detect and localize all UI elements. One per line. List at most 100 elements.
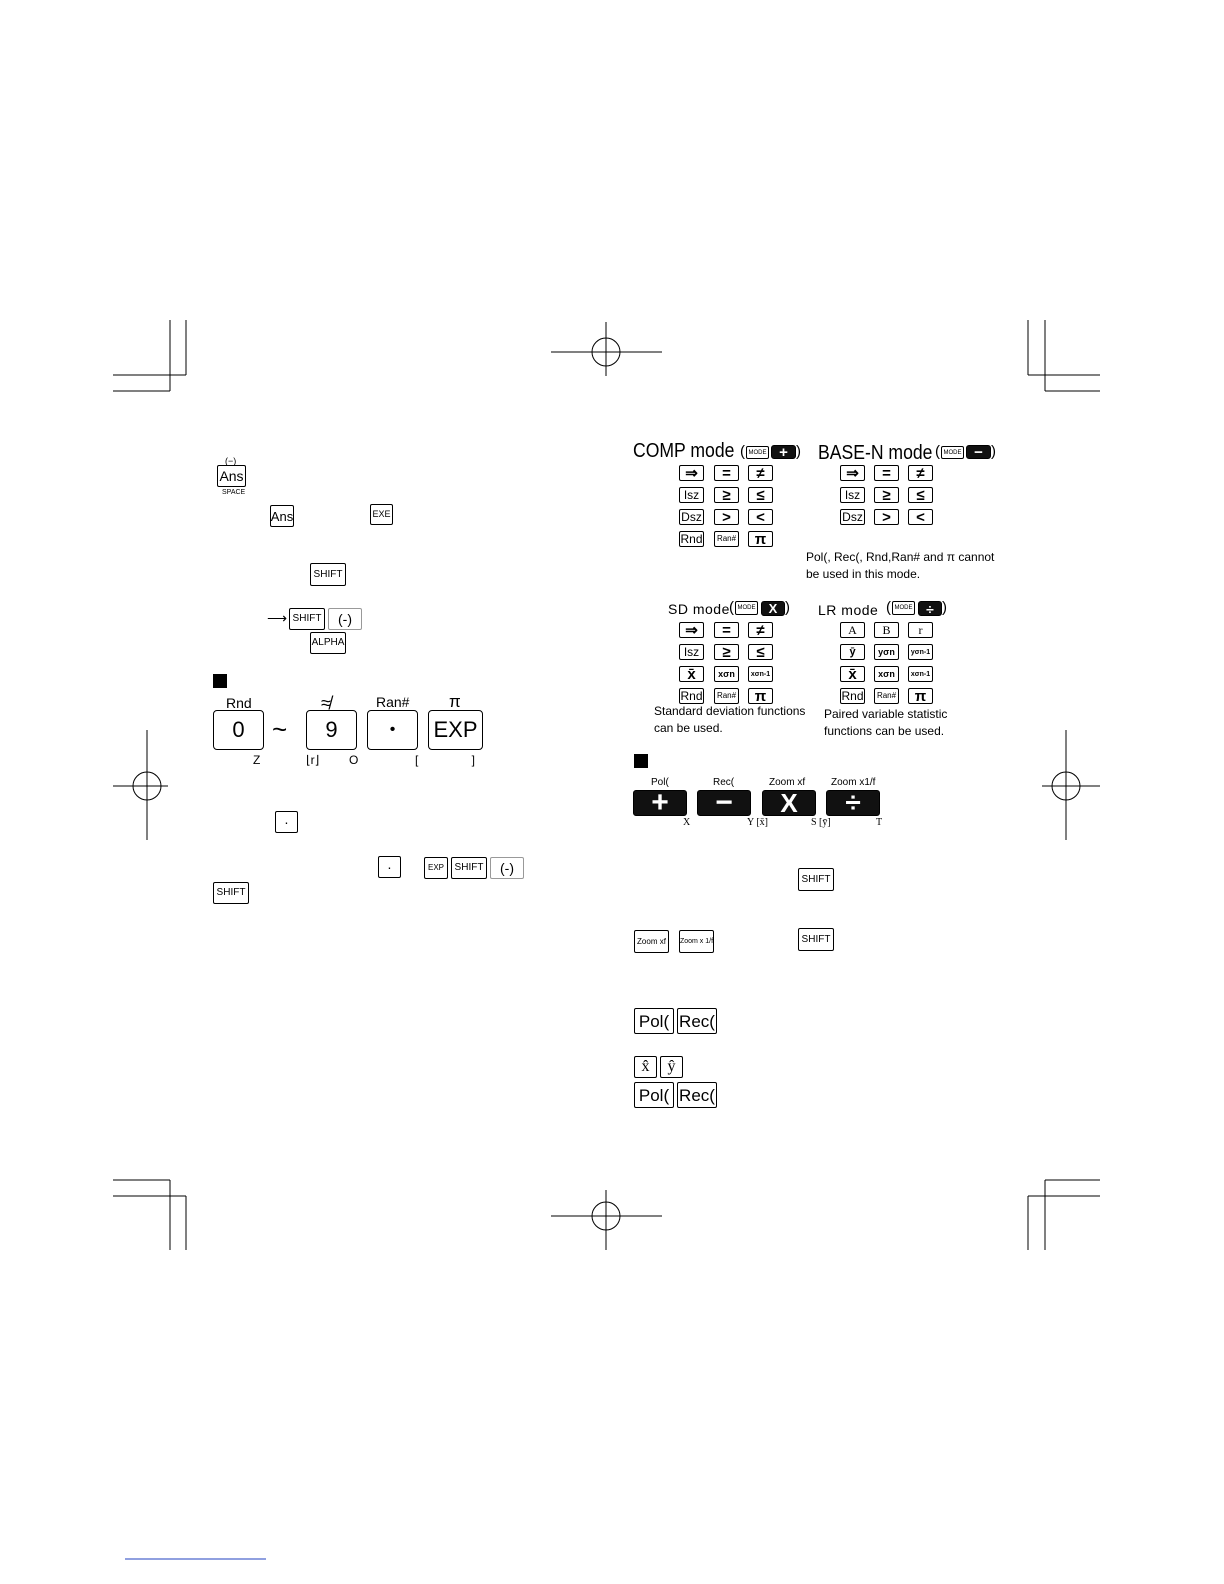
arrow-icon: ⟶ — [267, 610, 288, 626]
paren-open: ( — [740, 443, 745, 460]
a-key[interactable]: A — [840, 622, 865, 638]
y-hat-key[interactable]: ŷ — [660, 1056, 683, 1078]
sd-mode-title: SD mode — [668, 601, 730, 617]
section-bullet — [213, 674, 227, 688]
less-key[interactable]: < — [748, 509, 773, 525]
multiply-key[interactable]: X — [761, 601, 785, 616]
greater-key[interactable]: > — [714, 509, 739, 525]
shift-key[interactable]: SHIFT — [798, 868, 834, 891]
shift-key[interactable]: SHIFT — [213, 882, 249, 904]
isz-key[interactable]: Isz — [679, 644, 704, 660]
key-top-label-zoom-x1f: Zoom x1/f — [831, 777, 876, 788]
plus-key[interactable]: + — [633, 788, 687, 818]
rnd-key[interactable]: Rnd — [679, 688, 704, 704]
y-sigma-n1-key[interactable]: yσn-1 — [908, 644, 933, 660]
x-mean-key[interactable]: x̄ — [840, 666, 865, 682]
y-sigma-n-key[interactable]: yσn — [874, 644, 899, 660]
negative-key[interactable]: (-) — [328, 608, 362, 630]
y-mean-key[interactable]: ȳ — [840, 644, 865, 660]
less-key[interactable]: < — [908, 509, 933, 525]
digit-9-key[interactable]: 9 — [306, 710, 357, 750]
exp-key-inline[interactable]: EXP — [424, 857, 448, 879]
key-bottom-label-r: ⌊r⌋ — [306, 753, 320, 767]
plus-key[interactable]: + — [771, 445, 796, 460]
exe-key[interactable]: EXE — [370, 504, 393, 525]
equal-key[interactable]: = — [714, 465, 739, 481]
not-equal-key[interactable]: ≠ — [908, 465, 933, 481]
decimal-point-key-inline[interactable]: · — [378, 856, 401, 878]
decimal-point-key-inline[interactable]: · — [275, 811, 298, 833]
greater-equal-key[interactable]: ≥ — [874, 487, 899, 503]
shift-key[interactable]: SHIFT — [451, 857, 487, 879]
rnd-key[interactable]: Rnd — [679, 531, 704, 547]
key-bottom-label-bracket: [ ] — [415, 753, 476, 767]
mode-key[interactable]: MODE — [746, 446, 769, 459]
x-sigma-n-key[interactable]: xσn — [714, 666, 739, 682]
minus-key[interactable]: − — [966, 445, 991, 460]
rec-key[interactable]: Rec( — [677, 1008, 717, 1034]
zoom-xf-key[interactable]: Zoom xf — [634, 930, 669, 953]
less-equal-key[interactable]: ≤ — [748, 644, 773, 660]
divide-key[interactable]: ÷ — [918, 601, 942, 616]
alpha-key[interactable]: ALPHA — [310, 632, 346, 654]
x-sigma-n-key[interactable]: xσn — [874, 666, 899, 682]
dsz-key[interactable]: Dsz — [679, 509, 704, 525]
ran-key[interactable]: Ran# — [714, 531, 739, 547]
arrow-key[interactable]: ⇒ — [840, 465, 865, 481]
key-top-label-rnd: Rnd — [226, 695, 252, 711]
key-bottom-label-t: T — [876, 817, 883, 828]
paren-close: ) — [796, 443, 801, 460]
arrow-key[interactable]: ⇒ — [679, 622, 704, 638]
ran-key[interactable]: Ran# — [714, 688, 739, 704]
lr-mode-title: LR mode — [818, 602, 879, 618]
rec-key[interactable]: Rec( — [677, 1082, 717, 1108]
not-equal-key[interactable]: ≠ — [748, 465, 773, 481]
x-sigma-n1-key[interactable]: xσn-1 — [748, 666, 773, 682]
negative-key[interactable]: (-) — [490, 857, 524, 879]
x-sigma-n1-key[interactable]: xσn-1 — [908, 666, 933, 682]
mode-key[interactable]: MODE — [941, 446, 964, 459]
ans-key-inline[interactable]: Ans — [270, 505, 294, 527]
shift-key[interactable]: SHIFT — [289, 608, 325, 630]
not-equal-key[interactable]: ≠ — [748, 622, 773, 638]
pi-key[interactable]: π — [748, 531, 773, 547]
zoom-x1f-key[interactable]: Zoom x 1/f — [679, 930, 714, 953]
exp-key[interactable]: EXP — [428, 710, 483, 750]
multiply-key[interactable]: X — [762, 790, 816, 816]
pol-key[interactable]: Pol( — [634, 1082, 674, 1108]
mode-key[interactable]: MODE — [735, 601, 758, 615]
mode-key[interactable]: MODE — [892, 601, 915, 615]
tilde-symbol: ~ — [272, 714, 288, 744]
digit-0-key[interactable]: 0 — [213, 710, 264, 750]
divide-key[interactable]: ÷ — [826, 789, 880, 817]
less-equal-key[interactable]: ≤ — [748, 487, 773, 503]
rnd-key[interactable]: Rnd — [840, 688, 865, 704]
base-n-note-line1: Pol(, Rec(, Rnd,Ran# and π cannot — [806, 550, 995, 564]
x-mean-key[interactable]: x̄ — [679, 666, 704, 682]
dsz-key[interactable]: Dsz — [840, 509, 865, 525]
ans-key[interactable]: Ans — [217, 465, 246, 487]
ran-key[interactable]: Ran# — [874, 688, 899, 704]
pol-key[interactable]: Pol( — [634, 1008, 674, 1034]
ans-key-bottom-label: SPACE — [222, 489, 246, 496]
x-hat-key[interactable]: x̂ — [634, 1056, 657, 1078]
shift-key[interactable]: SHIFT — [310, 563, 346, 586]
pi-key[interactable]: π — [748, 688, 773, 704]
b-key[interactable]: B — [874, 622, 899, 638]
key-bottom-label-o: O — [349, 753, 359, 767]
pi-key[interactable]: π — [908, 688, 933, 704]
isz-key[interactable]: Isz — [840, 487, 865, 503]
greater-equal-key[interactable]: ≥ — [714, 644, 739, 660]
isz-key[interactable]: Isz — [679, 487, 704, 503]
greater-equal-key[interactable]: ≥ — [714, 487, 739, 503]
arrow-key[interactable]: ⇒ — [679, 465, 704, 481]
greater-key[interactable]: > — [874, 509, 899, 525]
equal-key[interactable]: = — [874, 465, 899, 481]
shift-key[interactable]: SHIFT — [798, 928, 834, 951]
minus-key[interactable]: − — [697, 788, 751, 818]
less-equal-key[interactable]: ≤ — [908, 487, 933, 503]
r-key[interactable]: r — [908, 622, 933, 638]
equal-key[interactable]: = — [714, 622, 739, 638]
decimal-point-key[interactable]: • — [367, 710, 418, 750]
